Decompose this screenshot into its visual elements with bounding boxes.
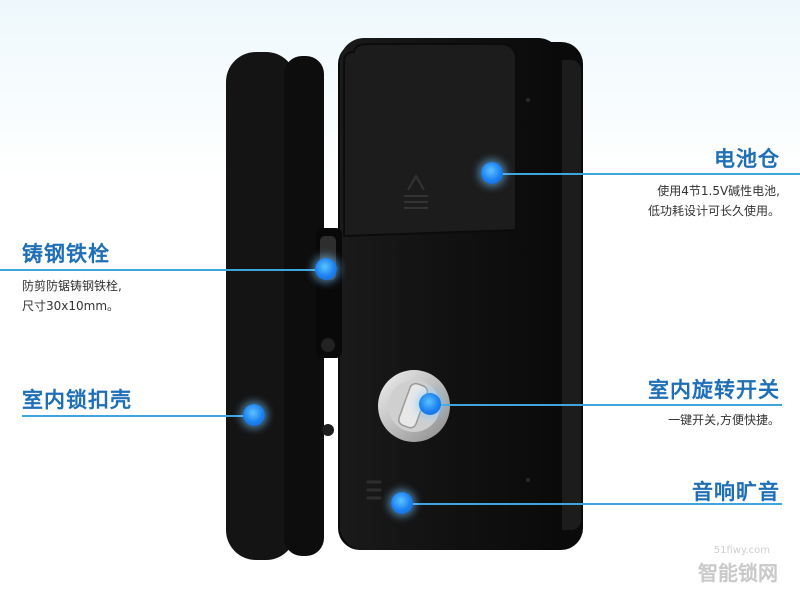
battery-dot-icon — [481, 162, 503, 184]
knob-description: 一键开关,方便快捷。 — [668, 410, 780, 430]
battery-desc-line-2: 低功耗设计可长久使用。 — [647, 204, 780, 218]
battery-title: 电池仓 — [714, 147, 780, 171]
bolt-callout-line — [0, 269, 326, 271]
knob-dot-icon — [419, 393, 441, 415]
cover-grip-icon — [404, 173, 428, 209]
battery-desc-line-1: 使用4节1.5V碱性电池, — [657, 184, 780, 198]
battery-callout-line — [492, 173, 800, 175]
watermark-logo: 智能锁网 — [698, 561, 778, 585]
knob-desc-line-1: 一键开关,方便快捷。 — [668, 413, 780, 427]
bolt-title: 铸钢铁栓 — [22, 242, 110, 266]
shell-dot-icon — [243, 404, 265, 426]
speaker-grille-icon — [366, 480, 382, 500]
speaker-callout-line — [402, 503, 782, 505]
shell-title: 室内锁扣壳 — [22, 388, 132, 412]
bolt-desc-line-1: 防剪防锯铸钢铁栓, — [22, 279, 122, 293]
watermark-url: 51fiwy.com — [713, 545, 770, 556]
speaker-title: 音响旷音 — [692, 480, 780, 504]
shell-callout-line — [22, 415, 254, 417]
strike-plate — [226, 52, 296, 560]
speaker-dot-icon — [391, 492, 413, 514]
bolt-description: 防剪防锯铸钢铁栓, 尺寸30x10mm。 — [22, 276, 122, 316]
bolt-dot-icon — [315, 258, 337, 280]
battery-description: 使用4节1.5V碱性电池, 低功耗设计可长久使用。 — [648, 181, 780, 221]
knob-title: 室内旋转开关 — [648, 378, 780, 402]
battery-cover — [343, 43, 517, 238]
bolt-desc-line-2: 尺寸30x10mm。 — [22, 299, 120, 313]
knob-callout-line — [430, 404, 782, 406]
